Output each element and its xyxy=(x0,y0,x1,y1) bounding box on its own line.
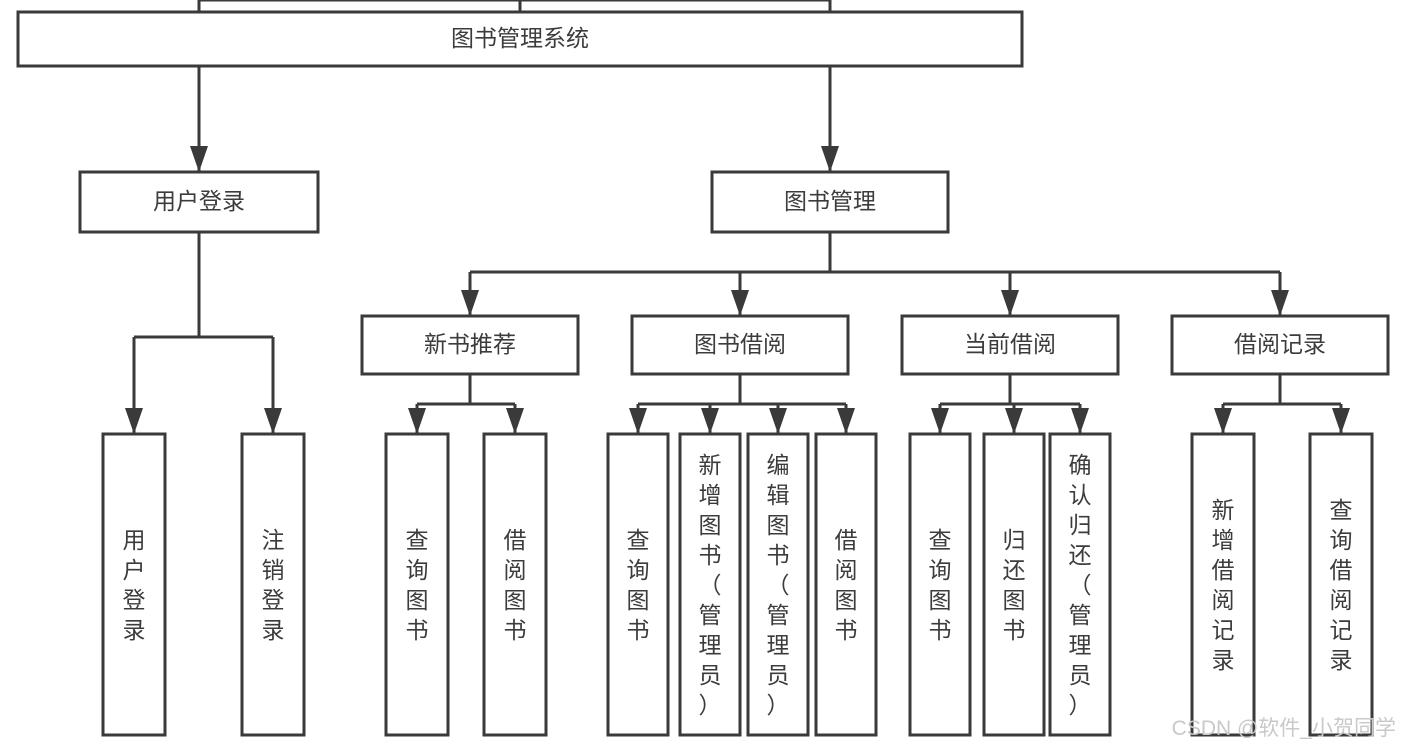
node-user-login[interactable]: 用户登录 xyxy=(78,170,320,234)
node-box xyxy=(1170,314,1390,376)
arrowhead-icon xyxy=(931,408,949,434)
node-box xyxy=(384,432,450,737)
node-label: 借阅记录 xyxy=(1234,331,1326,357)
node-leaf-borrow-book-recommend[interactable]: 借阅图书 xyxy=(482,432,548,737)
node-label: 用户登录 xyxy=(123,527,146,643)
arrowhead-icon xyxy=(264,408,282,434)
arrowhead-icon xyxy=(461,290,479,316)
arrowhead-icon xyxy=(190,146,208,172)
node-label: 查询借阅记录 xyxy=(1330,497,1353,673)
csdn-watermark: CSDN @软件_小贺同学 xyxy=(1172,717,1396,740)
node-box xyxy=(360,314,580,376)
node-leaf-logout[interactable]: 注销登录 xyxy=(240,432,306,737)
arrowhead-icon xyxy=(629,408,647,434)
node-box xyxy=(678,432,742,737)
node-box xyxy=(1048,432,1112,737)
node-leaf-confirm-return-admin[interactable]: 确认归还（管理员） xyxy=(1048,432,1112,737)
arrowhead-icon xyxy=(408,408,426,434)
node-label: 图书管理系统 xyxy=(451,25,589,51)
node-box xyxy=(482,432,548,737)
node-box xyxy=(908,432,972,737)
node-label: 图书管理 xyxy=(784,188,876,214)
node-book-manage[interactable]: 图书管理 xyxy=(710,170,950,234)
arrowhead-icon xyxy=(1001,290,1019,316)
node-leaf-user-login[interactable]: 用户登录 xyxy=(101,432,167,737)
node-box xyxy=(1190,432,1256,737)
node-label: 归还图书 xyxy=(1003,527,1026,643)
node-label: 借阅图书 xyxy=(504,527,527,643)
nodes-layer: 图书管理系统用户登录图书管理新书推荐图书借阅当前借阅借阅记录用户登录注销登录查询… xyxy=(16,10,1390,737)
arrowhead-icon xyxy=(1071,408,1089,434)
arrowhead-icon xyxy=(506,408,524,434)
node-current-borrow[interactable]: 当前借阅 xyxy=(900,314,1120,376)
arrowhead-icon xyxy=(1271,290,1289,316)
node-label: 查询图书 xyxy=(406,527,429,643)
node-box xyxy=(630,314,850,376)
connectors-layer xyxy=(125,0,1350,434)
node-box xyxy=(746,432,810,737)
arrowhead-icon xyxy=(1005,408,1023,434)
node-leaf-query-book-current[interactable]: 查询图书 xyxy=(908,432,972,737)
node-box xyxy=(78,170,320,234)
node-leaf-borrow-book[interactable]: 借阅图书 xyxy=(814,432,878,737)
node-leaf-return-book[interactable]: 归还图书 xyxy=(982,432,1046,737)
arrowhead-icon xyxy=(821,146,839,172)
node-leaf-edit-book-admin[interactable]: 编辑图书（管理员） xyxy=(746,432,810,737)
node-label: 查询图书 xyxy=(627,527,650,643)
arrowhead-icon xyxy=(769,408,787,434)
node-box xyxy=(101,432,167,737)
node-box xyxy=(982,432,1046,737)
node-leaf-query-book-borrow[interactable]: 查询图书 xyxy=(606,432,670,737)
node-box xyxy=(1308,432,1374,737)
arrowhead-icon xyxy=(1332,408,1350,434)
arrowhead-icon xyxy=(1214,408,1232,434)
node-root[interactable]: 图书管理系统 xyxy=(16,10,1024,68)
arrowhead-icon xyxy=(701,408,719,434)
node-box xyxy=(606,432,670,737)
node-box xyxy=(814,432,878,737)
arrowhead-icon xyxy=(731,290,749,316)
node-label: 新增借阅记录 xyxy=(1212,497,1235,673)
arrowhead-icon xyxy=(125,408,143,434)
arrowhead-icon xyxy=(837,408,855,434)
node-label: 确认归还（管理员） xyxy=(1069,452,1092,718)
node-leaf-add-book-admin[interactable]: 新增图书（管理员） xyxy=(678,432,742,737)
node-book-borrow[interactable]: 图书借阅 xyxy=(630,314,850,376)
node-label: 当前借阅 xyxy=(964,331,1056,357)
node-label: 注销登录 xyxy=(262,527,285,643)
node-box xyxy=(240,432,306,737)
node-label: 编辑图书（管理员） xyxy=(767,452,790,718)
node-label: 借阅图书 xyxy=(835,527,858,643)
node-label: 新增图书（管理员） xyxy=(699,452,722,718)
node-box xyxy=(16,10,1024,68)
node-new-book-recommend[interactable]: 新书推荐 xyxy=(360,314,580,376)
node-label: 图书借阅 xyxy=(694,331,786,357)
node-label: 用户登录 xyxy=(153,188,245,214)
node-box xyxy=(710,170,950,234)
node-borrow-record[interactable]: 借阅记录 xyxy=(1170,314,1390,376)
node-label: 查询图书 xyxy=(929,527,952,643)
node-box xyxy=(900,314,1120,376)
node-leaf-add-borrow-record[interactable]: 新增借阅记录 xyxy=(1190,432,1256,737)
node-leaf-query-book-recommend[interactable]: 查询图书 xyxy=(384,432,450,737)
node-leaf-query-borrow-record[interactable]: 查询借阅记录 xyxy=(1308,432,1374,737)
node-label: 新书推荐 xyxy=(424,331,516,357)
